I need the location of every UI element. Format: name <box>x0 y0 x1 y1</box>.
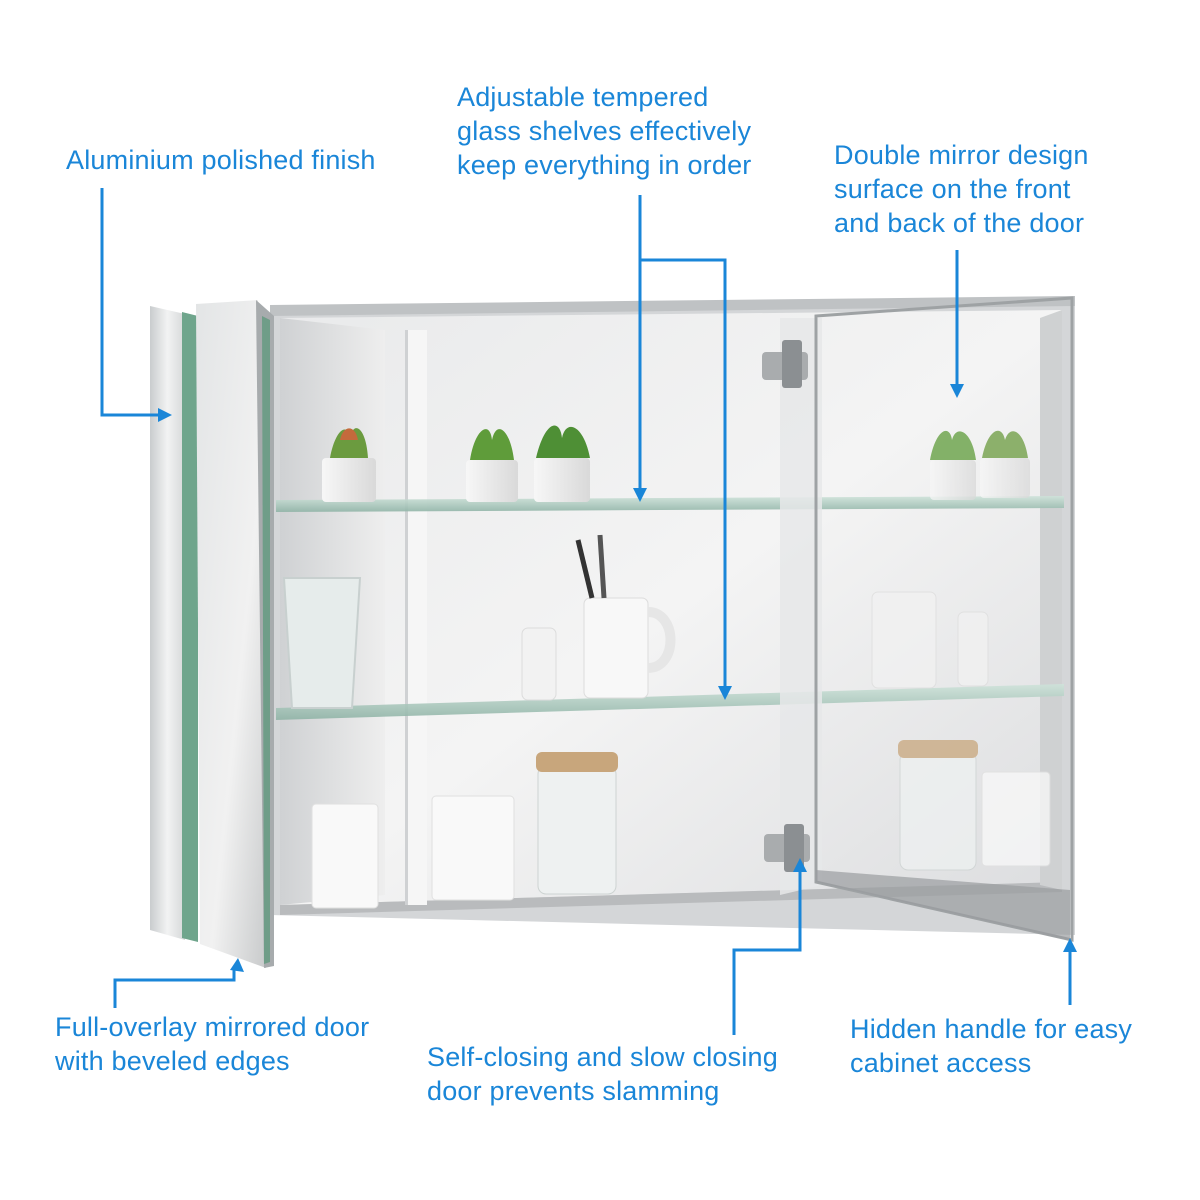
succulent-pots <box>322 425 1030 502</box>
arrow-aluminium <box>158 408 172 422</box>
callout-adjustable-shelves: Adjustable tempered glass shelves effect… <box>457 80 751 182</box>
arrow-double-mirror <box>950 384 964 398</box>
arrow-shelf-middle <box>718 686 732 700</box>
right-mirror-door <box>762 296 1074 942</box>
callout-line: with beveled edges <box>55 1046 290 1076</box>
bottom-items <box>311 740 1051 909</box>
callout-line: door prevents slamming <box>427 1076 720 1106</box>
arrow-overlay <box>230 958 244 972</box>
callout-hidden-handle: Hidden handle for easy cabinet access <box>850 1012 1132 1080</box>
callout-line: Self-closing and slow closing <box>427 1042 778 1072</box>
callout-line: Full-overlay mirrored door <box>55 1012 370 1042</box>
callout-overlay-door: Full-overlay mirrored door with beveled … <box>55 1010 369 1078</box>
callout-line: Double mirror design <box>834 140 1089 170</box>
callout-line: cabinet access <box>850 1048 1032 1078</box>
callout-line: Aluminium polished finish <box>66 145 376 175</box>
callout-double-mirror: Double mirror design surface on the fron… <box>834 138 1089 240</box>
callout-line: Adjustable tempered <box>457 82 709 112</box>
callout-line: glass shelves effectively <box>457 116 752 146</box>
callout-line: keep everything in order <box>457 150 752 180</box>
left-mirror-door <box>150 300 274 968</box>
arrow-shelf-top <box>633 488 647 502</box>
arrow-hidden-handle <box>1063 938 1077 952</box>
arrow-self-closing <box>793 858 807 872</box>
bathroom-items <box>282 534 989 709</box>
callout-self-closing: Self-closing and slow closing door preve… <box>427 1040 778 1108</box>
callout-line: and back of the door <box>834 208 1085 238</box>
callout-aluminium-finish: Aluminium polished finish <box>66 143 376 177</box>
callout-line: Hidden handle for easy <box>850 1014 1133 1044</box>
callout-line: surface on the front <box>834 174 1071 204</box>
